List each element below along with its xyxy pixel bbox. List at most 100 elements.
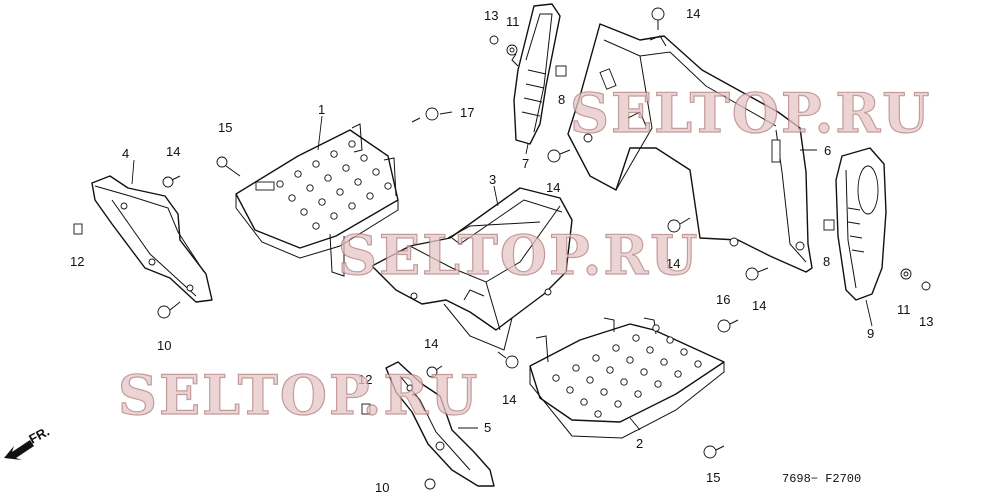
perforation-hole — [318, 198, 326, 206]
perforation-hole — [354, 178, 362, 186]
bolt-13-right — [921, 281, 931, 291]
perforation-hole — [384, 182, 392, 190]
perforation-hole — [566, 386, 574, 394]
fasteners — [73, 7, 931, 490]
part-7-vent — [511, 3, 561, 145]
bolt-10-lower — [424, 478, 436, 490]
part-1-tray — [235, 123, 399, 277]
perforation-hole — [612, 344, 620, 352]
perforation-hole — [552, 374, 560, 382]
perforation-hole — [366, 192, 374, 200]
bolt-10-left — [157, 301, 181, 319]
part-3-duct — [371, 187, 573, 351]
callout-14e: 14 — [752, 298, 766, 313]
bolt-17 — [411, 107, 439, 123]
part-6-panel — [567, 23, 813, 273]
bolt-15-lower — [703, 445, 725, 459]
perforation-hole — [600, 388, 608, 396]
callout-14g: 14 — [424, 336, 438, 351]
callout-7: 7 — [522, 156, 529, 171]
washer-11-top — [506, 44, 518, 56]
perforation-hole — [626, 356, 634, 364]
perforation-hole — [330, 150, 338, 158]
part-2-tray — [529, 317, 725, 439]
perforation-hole — [654, 380, 662, 388]
front-arrow-icon — [4, 440, 34, 460]
callout-9: 9 — [867, 326, 874, 341]
callout-8a: 8 — [558, 92, 565, 107]
perforation-hole — [300, 208, 308, 216]
perforation-hole — [660, 358, 668, 366]
callout-3: 3 — [489, 172, 496, 187]
bolt-14-d — [745, 267, 769, 281]
perforation-hole — [674, 370, 682, 378]
nut-12-lower — [361, 403, 371, 415]
callout-10b: 10 — [375, 480, 389, 495]
callout-14d: 14 — [666, 256, 680, 271]
callout-12a: 12 — [70, 254, 84, 269]
callout-13b: 13 — [919, 314, 933, 329]
part-4-bracket — [91, 175, 213, 303]
callout-11a: 11 — [506, 14, 520, 29]
callout-6: 6 — [824, 143, 831, 158]
bolt-14-f — [426, 365, 443, 378]
bolt-14-c — [667, 217, 691, 233]
perforation-hole — [594, 410, 602, 418]
perforation-hole — [620, 378, 628, 386]
callout-14c: 14 — [546, 180, 560, 195]
bolt-14-top — [651, 7, 665, 30]
perforation-hole — [348, 140, 356, 148]
leader-lines — [131, 111, 873, 431]
part-5-bracket — [385, 361, 495, 487]
callout-13a: 13 — [484, 8, 498, 23]
perforation-hole — [342, 164, 350, 172]
callout-14f: 14 — [502, 392, 516, 407]
bolt-14-b — [547, 149, 571, 163]
perforation-hole — [652, 324, 660, 332]
perforation-hole — [614, 400, 622, 408]
perforation-hole — [666, 336, 674, 344]
perforation-hole — [330, 212, 338, 220]
perforation-hole — [312, 222, 320, 230]
perforation-hole — [680, 348, 688, 356]
perforation-hole — [572, 364, 580, 372]
perforation-hole — [640, 368, 648, 376]
perforation-hole — [348, 202, 356, 210]
bolt-15-upper — [216, 156, 241, 177]
nut-8-top — [555, 65, 567, 77]
perforation-hole — [634, 390, 642, 398]
perforation-hole — [288, 194, 296, 202]
washer-11-right — [900, 268, 912, 280]
callout-2: 2 — [636, 436, 643, 451]
callout-15b: 15 — [706, 470, 720, 485]
callout-14a: 14 — [166, 144, 180, 159]
callout-12b: 12 — [358, 372, 372, 387]
perforation-hole — [606, 366, 614, 374]
perforation-hole — [592, 354, 600, 362]
perforation-hole — [294, 170, 302, 178]
front-direction-indicator: FR. — [4, 424, 52, 460]
perforation-hole — [360, 154, 368, 162]
perforation-hole — [586, 376, 594, 384]
perforation-hole — [372, 168, 380, 176]
callout-1: 1 — [318, 102, 325, 117]
nut-8-right — [823, 219, 835, 231]
callout-15a: 15 — [218, 120, 232, 135]
watermarks: SELTOP.RU SELTOP.RU SELTOP.RU — [117, 80, 931, 427]
bolt-14-a — [162, 175, 181, 188]
perforation-hole — [312, 160, 320, 168]
bolt-14-e — [497, 351, 519, 369]
callout-16: 16 — [716, 292, 730, 307]
bolt-16 — [717, 319, 739, 333]
callout-17: 17 — [460, 105, 474, 120]
callout-14b: 14 — [686, 6, 700, 21]
callout-5: 5 — [484, 420, 491, 435]
perforation-hole — [336, 188, 344, 196]
nut-12-left — [73, 223, 83, 235]
perforation-hole — [694, 360, 702, 368]
watermark-top-right: SELTOP.RU — [570, 81, 931, 145]
perforation-hole — [580, 398, 588, 406]
perforation-hole — [306, 184, 314, 192]
callout-10a: 10 — [157, 338, 171, 353]
